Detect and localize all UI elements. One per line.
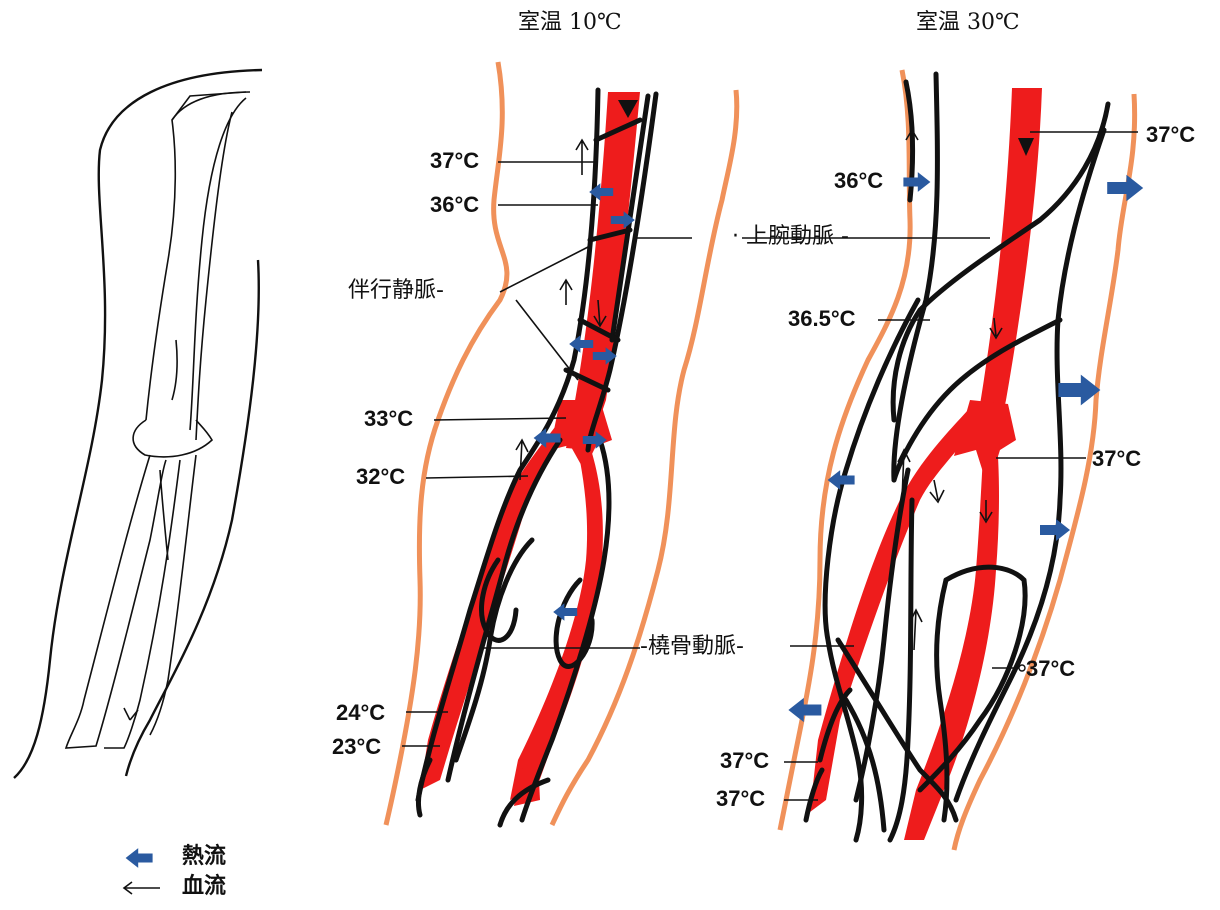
left-temp-36-label: 36°C <box>430 194 479 216</box>
right-leader-dot <box>1019 665 1025 671</box>
legend-blood-flow-label: 血流 <box>182 876 226 898</box>
right-temp-37-top-label: 37°C <box>1146 124 1195 146</box>
right-temp-36-5-label: 36.5°C <box>788 308 856 330</box>
right-temp-37-bottom1-label: 37°C <box>720 750 769 772</box>
brachial-artery-label: · 上腕動脈 - <box>732 226 849 248</box>
left-panel-title: 室温 10℃ <box>518 12 622 34</box>
arm-skeleton-sketch <box>14 70 262 778</box>
left-panel-artwork <box>386 62 737 825</box>
accompanying-vein-label: 伴行静脈- <box>348 280 444 302</box>
right-temp-37-bottom2-label: 37°C <box>716 788 765 810</box>
left-temp-33-label: 33°C <box>364 408 413 430</box>
legend-heat-flow-label: 熱流 <box>182 846 226 868</box>
heat-flow-legend-icon <box>126 848 153 868</box>
right-temp-37-mid-label: 37°C <box>1092 448 1141 470</box>
right-temp-37-lower-label: 37°C <box>1026 658 1075 680</box>
left-temp-32-label: 32°C <box>356 466 405 488</box>
left-temp-37-label: 37°C <box>430 150 479 172</box>
right-panel-artwork <box>742 70 1143 850</box>
right-temp-36-label: 36°C <box>834 170 883 192</box>
legend-icons <box>124 848 160 894</box>
left-temp-24-label: 24°C <box>336 702 385 724</box>
blood-flow-legend-icon <box>124 882 160 894</box>
right-panel-title: 室温 30℃ <box>916 12 1020 34</box>
left-temp-23-label: 23°C <box>332 736 381 758</box>
radial-artery-label: -橈骨動脈- <box>640 636 744 658</box>
